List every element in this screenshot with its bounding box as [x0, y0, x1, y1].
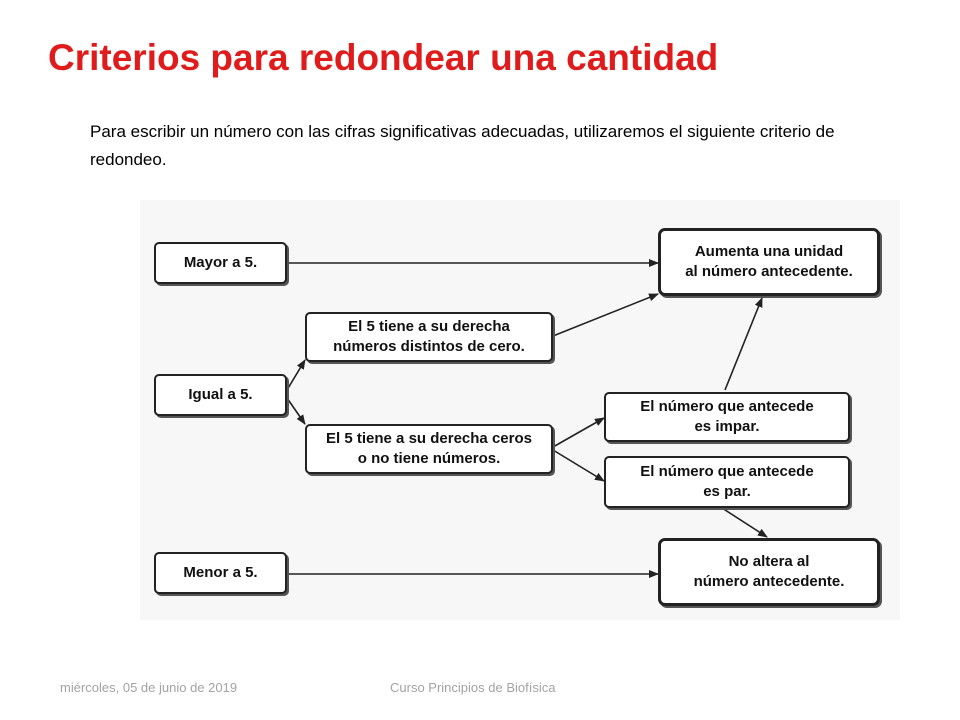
box-aumenta: Aumenta una unidad al número antecedente…	[658, 228, 880, 296]
footer-course: Curso Principios de Biofísica	[390, 680, 556, 695]
slide-title: Criterios para redondear una cantidad	[48, 37, 719, 78]
box-menor: Menor a 5.	[154, 552, 287, 594]
box-derecha-distintos: El 5 tiene a su derecha números distinto…	[305, 312, 553, 362]
box-mayor-label: Mayor a 5.	[183, 254, 258, 271]
box-igual-label: Igual a 5.	[188, 386, 253, 403]
box-menor-label: Menor a 5.	[183, 564, 258, 581]
box-mayor: Mayor a 5.	[154, 242, 287, 284]
box-antecede-par: El número que antecede es par.	[604, 456, 850, 508]
box-no-altera-label: No altera al número antecedente.	[693, 553, 845, 590]
arrow-ceros-to-par	[552, 449, 605, 482]
box-derecha-ceros: El 5 tiene a su derecha ceros o no tiene…	[305, 424, 553, 474]
box-derecha-ceros-label: El 5 tiene a su derecha ceros o no tiene…	[326, 430, 532, 467]
intro-text: Para escribir un número con las cifras s…	[90, 122, 835, 169]
box-aumenta-label: Aumenta una unidad al número antecedente…	[685, 243, 853, 280]
box-antecede-impar: El número que antecede es impar.	[604, 392, 850, 442]
box-no-altera: No altera al número antecedente.	[658, 538, 880, 606]
arrow-impar-to-aumenta	[724, 297, 763, 391]
arrow-distintos-to-aumenta	[552, 293, 659, 337]
arrow-par-to-noaltera	[721, 507, 768, 538]
box-antecede-par-label: El número que antecede es par.	[640, 463, 814, 500]
arrow-igual-to-ceros	[286, 397, 306, 425]
box-antecede-impar-label: El número que antecede es impar.	[640, 398, 814, 435]
box-derecha-distintos-label: El 5 tiene a su derecha números distinto…	[333, 318, 525, 355]
arrow-ceros-to-impar	[552, 417, 605, 448]
arrow-igual-to-distintos	[286, 359, 306, 391]
footer-date: miércoles, 05 de junio de 2019	[60, 680, 238, 695]
box-igual: Igual a 5.	[154, 374, 287, 416]
